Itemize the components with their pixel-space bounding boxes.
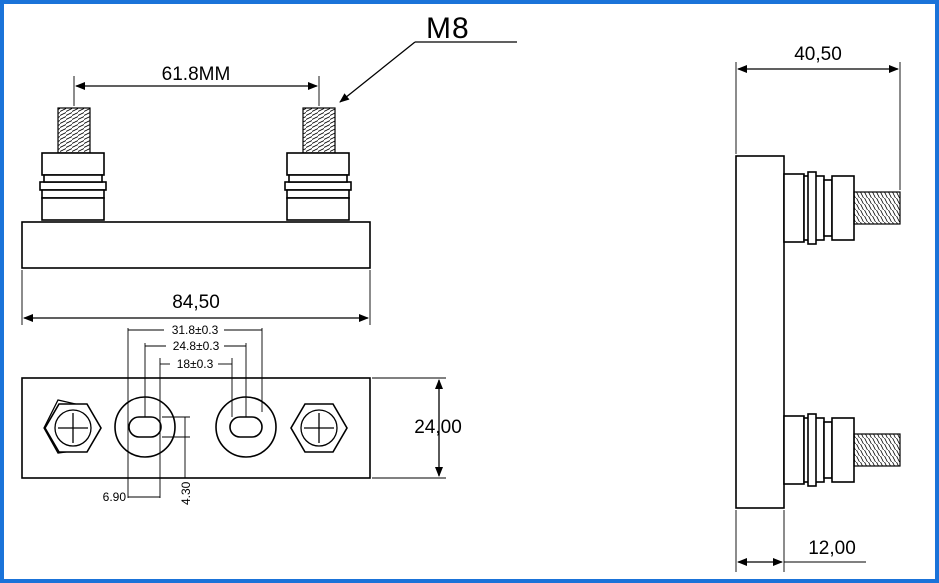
body-length-label: 84,50 [172, 292, 220, 313]
left-stud [39, 107, 107, 221]
right-slot [215, 396, 277, 458]
slot-height-dim: 4.30 [179, 481, 193, 505]
lower-side-stud [783, 413, 901, 487]
left-hex-nut [43, 399, 102, 454]
right-stud [284, 107, 352, 221]
stud-spacing-label: 61.8MM [162, 64, 231, 85]
front-body [21, 221, 371, 269]
mid-slot-dim: 24.8±0.3 [173, 339, 220, 353]
upper-side-stud [783, 171, 901, 245]
side-height-label: 40,50 [794, 44, 842, 65]
inner-slot-dim: 18±0.3 [177, 357, 214, 371]
top-view: 31.8±0.3 24.8±0.3 18±0.3 6.90 4.30 24,00 [21, 323, 462, 505]
outer-slot-dim: 31.8±0.3 [172, 323, 219, 337]
slot-width-dim: 6.90 [103, 490, 127, 504]
side-body [735, 155, 785, 509]
side-thickness-label: 12,00 [808, 538, 856, 559]
body-width-label: 24,00 [414, 417, 462, 438]
thread-label: M8 [426, 12, 470, 45]
front-view: 61.8MM M8 84,50 [21, 12, 517, 325]
side-view: 40,50 12,00 [735, 44, 901, 572]
right-hex-nut [290, 403, 348, 453]
